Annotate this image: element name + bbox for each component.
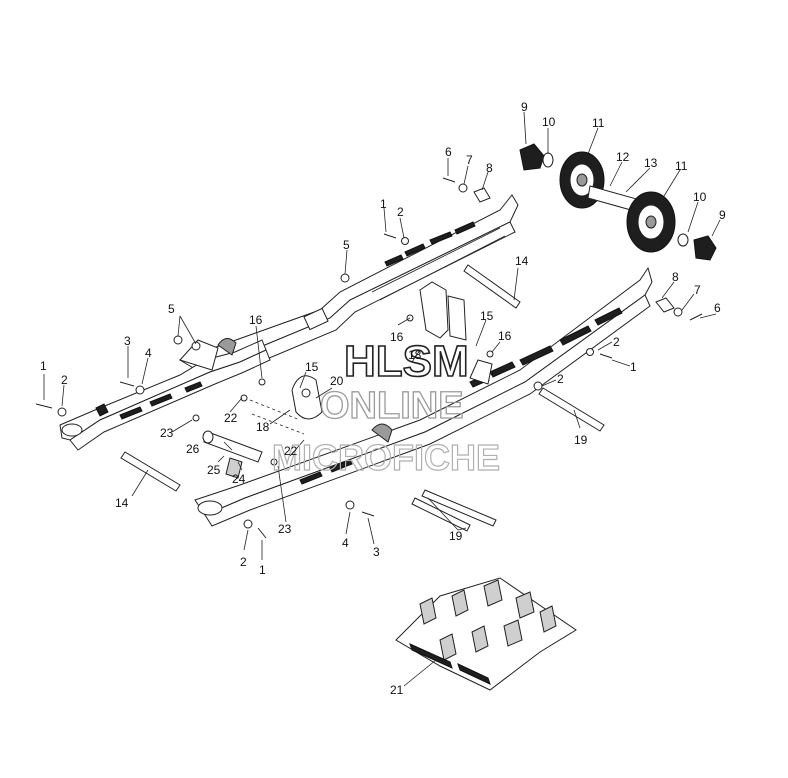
callout-16: 16 [390, 330, 404, 344]
callout-labels: 1 1 1 1 2 2 2 2 2 3 3 4 4 5 5 6 6 7 7 8 … [40, 100, 726, 697]
callout-1: 1 [380, 197, 387, 211]
idler-wheel-assembly [519, 143, 717, 261]
callout-4: 4 [342, 536, 349, 550]
callout-6: 6 [445, 145, 452, 159]
callout-12: 12 [616, 150, 630, 164]
callout-13: 13 [644, 156, 658, 170]
callout-7: 7 [694, 283, 701, 297]
callout-3: 3 [124, 334, 131, 348]
center-bracket [249, 281, 467, 435]
callout-5: 5 [168, 302, 175, 316]
callout-1: 1 [40, 359, 47, 373]
callout-2: 2 [397, 205, 404, 219]
front-slide-rail-left [59, 338, 271, 451]
callout-1: 1 [630, 360, 637, 374]
callout-22: 22 [284, 444, 298, 458]
callout-1: 1 [259, 563, 266, 577]
callout-16: 16 [498, 329, 512, 343]
track-section [395, 577, 577, 691]
callout-25: 25 [207, 463, 221, 477]
callout-19: 19 [574, 433, 588, 447]
watermark-line-3: MICROFICHE [272, 437, 500, 478]
callout-15: 15 [480, 309, 494, 323]
slide-rail-lower [194, 266, 653, 527]
callout-15: 15 [305, 360, 319, 374]
watermark-line-1: HLSM [344, 337, 469, 386]
callout-7: 7 [466, 153, 473, 167]
callout-14: 14 [115, 496, 129, 510]
cross-shafts [120, 264, 605, 532]
callout-21: 21 [390, 683, 404, 697]
callout-3: 3 [373, 545, 380, 559]
callout-10: 10 [542, 115, 556, 129]
callout-19: 19 [449, 529, 463, 543]
callout-2: 2 [613, 335, 620, 349]
callout-9: 9 [719, 208, 726, 222]
callout-22: 22 [224, 411, 238, 425]
callout-8: 8 [672, 270, 679, 284]
callout-6: 6 [714, 301, 721, 315]
callout-20: 20 [330, 374, 344, 388]
callout-4: 4 [145, 346, 152, 360]
callout-5: 5 [343, 238, 350, 252]
callout-24: 24 [232, 472, 246, 486]
callout-23: 23 [160, 426, 174, 440]
callout-16: 16 [249, 313, 263, 327]
hardware [35, 177, 703, 539]
callout-9: 9 [521, 100, 528, 114]
watermark-line-2: ONLINE [320, 385, 464, 427]
callout-11: 11 [675, 159, 688, 173]
callout-2: 2 [240, 555, 247, 569]
callout-14: 14 [515, 254, 529, 268]
callout-18: 18 [408, 348, 422, 362]
watermark: HLSM ONLINE MICROFICHE [271, 336, 500, 478]
callout-18: 18 [256, 420, 270, 434]
callout-23: 23 [278, 522, 292, 536]
callout-8: 8 [486, 161, 493, 175]
callout-26: 26 [186, 442, 200, 456]
callout-11: 11 [592, 116, 605, 130]
callout-2: 2 [557, 372, 564, 386]
leader-lines [43, 111, 721, 687]
callout-2: 2 [61, 373, 68, 387]
callout-10: 10 [693, 190, 707, 204]
